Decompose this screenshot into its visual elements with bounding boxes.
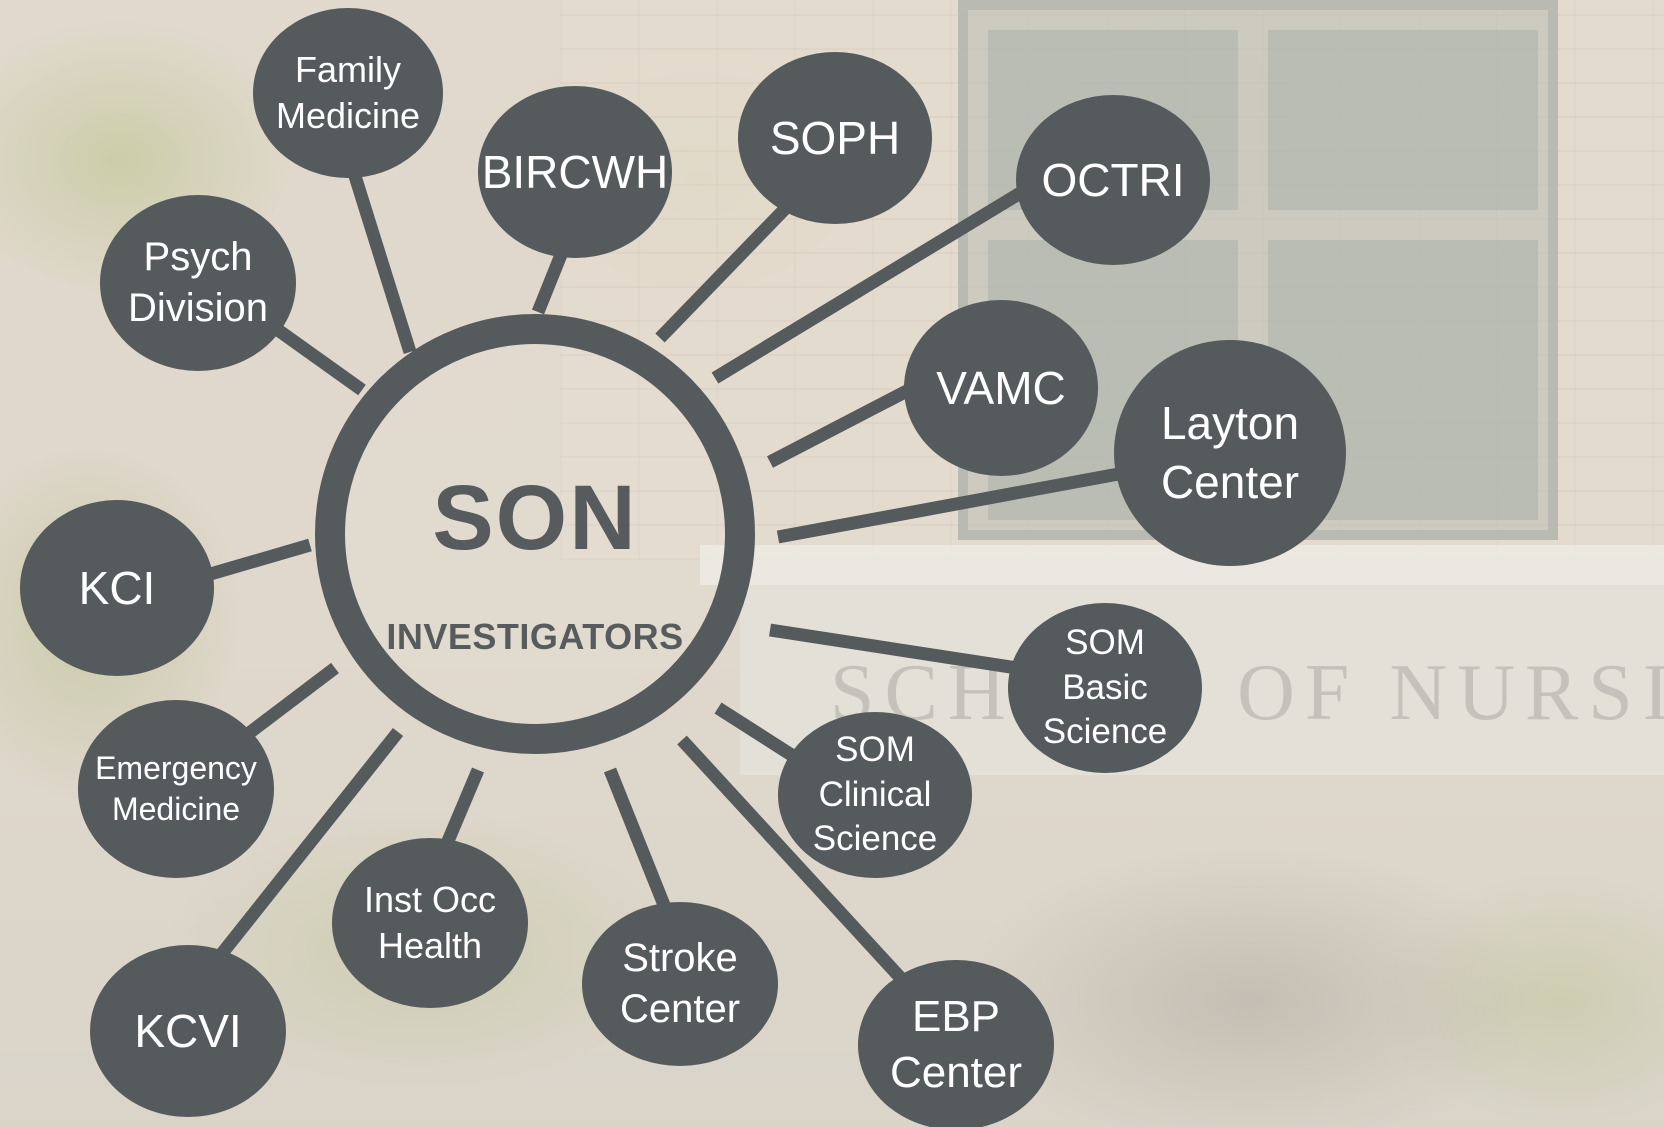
son-investigators-hub: SON INVESTIGATORS bbox=[315, 314, 755, 754]
node-label: SOM Clinical Science bbox=[812, 729, 938, 859]
node-soph: SOPH bbox=[738, 52, 932, 224]
node-label: Emergency Medicine bbox=[95, 750, 257, 827]
node-emergency-medicine: Emergency Medicine bbox=[78, 700, 274, 878]
connector-stroke-center bbox=[603, 767, 677, 923]
node-label: SOM Basic Science bbox=[1042, 622, 1168, 752]
node-label: Layton Center bbox=[1160, 397, 1300, 508]
node-vamc: VAMC bbox=[904, 300, 1098, 476]
connector-ebp-center bbox=[677, 735, 935, 1015]
node-label: BIRCWH bbox=[481, 145, 669, 198]
connector-vamc bbox=[767, 374, 931, 468]
node-kci: KCI bbox=[20, 500, 214, 676]
node-family-medicine: Family Medicine bbox=[253, 8, 443, 178]
hub-subtitle: INVESTIGATORS bbox=[386, 616, 684, 657]
node-psych-division: Psych Division bbox=[100, 195, 296, 371]
node-ebp-center: EBP Center bbox=[858, 960, 1054, 1127]
node-bircwh: BIRCWH bbox=[478, 86, 672, 258]
node-label: Family Medicine bbox=[275, 48, 421, 136]
node-inst-occ-health: Inst Occ Health bbox=[332, 838, 528, 1008]
connector-som-basic-science bbox=[769, 623, 1031, 677]
connector-octri bbox=[711, 169, 1054, 384]
node-label: SOPH bbox=[769, 111, 901, 164]
node-label: Inst Occ Health bbox=[363, 878, 497, 966]
hub-title: SON bbox=[432, 467, 638, 569]
node-stroke-center: Stroke Center bbox=[582, 902, 778, 1066]
connector-emergency-medicine bbox=[236, 662, 339, 746]
node-som-basic-science: SOM Basic Science bbox=[1008, 603, 1202, 773]
node-label: VAMC bbox=[936, 361, 1066, 414]
node-label: KCVI bbox=[134, 1004, 242, 1057]
node-label: KCI bbox=[78, 561, 156, 614]
node-label: Psych Division bbox=[127, 234, 269, 330]
connector-family-medicine bbox=[343, 158, 417, 354]
connector-layton-center bbox=[776, 463, 1142, 544]
node-kcvi: KCVI bbox=[90, 945, 286, 1117]
node-som-clinical-science: SOM Clinical Science bbox=[778, 712, 972, 878]
node-octri: OCTRI bbox=[1016, 95, 1210, 265]
node-layton-center: Layton Center bbox=[1114, 340, 1346, 566]
node-label: EBP Center bbox=[889, 991, 1023, 1097]
node-label: OCTRI bbox=[1041, 153, 1185, 206]
node-label: Stroke Center bbox=[619, 935, 741, 1031]
